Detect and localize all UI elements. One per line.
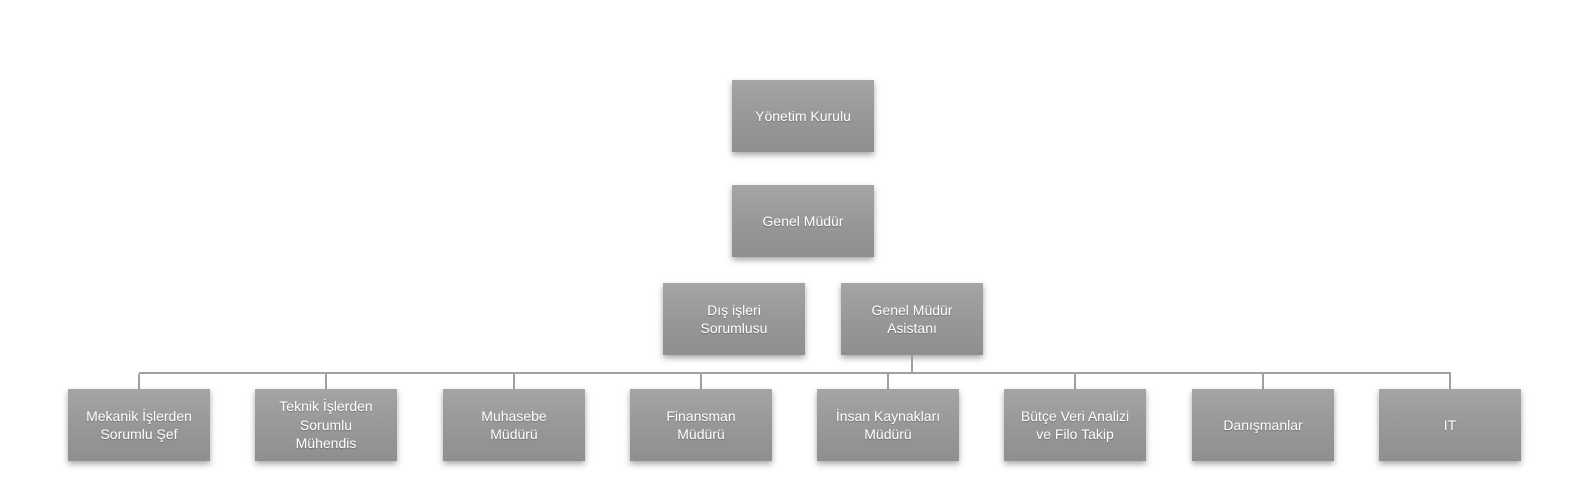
- connector-drop-7: [1262, 374, 1264, 389]
- connector-bus: [139, 372, 1451, 374]
- org-node-label: IT: [1443, 416, 1457, 433]
- org-node-label: Danışmanlar: [1223, 416, 1303, 433]
- org-node-it: IT: [1379, 389, 1521, 461]
- org-node-finansman-muduru: Finansman Müdürü: [630, 389, 772, 461]
- org-node-label: Mekanik İşlerden Sorumlu Şef: [86, 407, 192, 442]
- connector-drop-1: [138, 374, 140, 389]
- org-node-teknik-islerden-sorumlu-muhendis: Teknik İşlerden Sorumlu Mühendis: [255, 389, 397, 461]
- org-node-label: Bütçe Veri Analizi ve Filo Takip: [1020, 407, 1130, 442]
- org-node-label: Teknik İşlerden Sorumlu Mühendis: [279, 398, 373, 452]
- org-node-label: Yönetim Kurulu: [755, 107, 851, 124]
- org-node-genel-mudur-asistani: Genel Müdür Asistanı: [841, 283, 983, 355]
- org-node-label: İnsan Kaynakları Müdürü: [835, 407, 941, 442]
- org-node-muhasebe-muduru: Muhasebe Müdürü: [443, 389, 585, 461]
- connector-drop-3: [513, 374, 515, 389]
- org-node-dis-isleri-sorumlusu: Dış işleri Sorumlusu: [663, 283, 805, 355]
- org-node-genel-mudur: Genel Müdür: [732, 185, 874, 257]
- connector-drop-5: [887, 374, 889, 389]
- org-node-label: Genel Müdür: [762, 212, 844, 229]
- org-node-label: Genel Müdür Asistanı: [871, 301, 953, 336]
- org-node-danismanlar: Danışmanlar: [1192, 389, 1334, 461]
- connector-drop-8: [1449, 374, 1451, 389]
- org-node-label: Dış işleri Sorumlusu: [700, 301, 768, 336]
- connector-stub-genel-mudur-asistani: [911, 355, 913, 373]
- connector-drop-2: [325, 374, 327, 389]
- org-node-label: Muhasebe Müdürü: [481, 407, 547, 442]
- org-node-insan-kaynaklari-muduru: İnsan Kaynakları Müdürü: [817, 389, 959, 461]
- org-node-yonetim-kurulu: Yönetim Kurulu: [732, 80, 874, 152]
- org-node-label: Finansman Müdürü: [666, 407, 736, 442]
- connector-drop-6: [1074, 374, 1076, 389]
- org-node-butce-veri-analizi-ve-filo-takip: Bütçe Veri Analizi ve Filo Takip: [1004, 389, 1146, 461]
- connector-drop-4: [700, 374, 702, 389]
- org-node-mekanik-islerden-sorumlu-sef: Mekanik İşlerden Sorumlu Şef: [68, 389, 210, 461]
